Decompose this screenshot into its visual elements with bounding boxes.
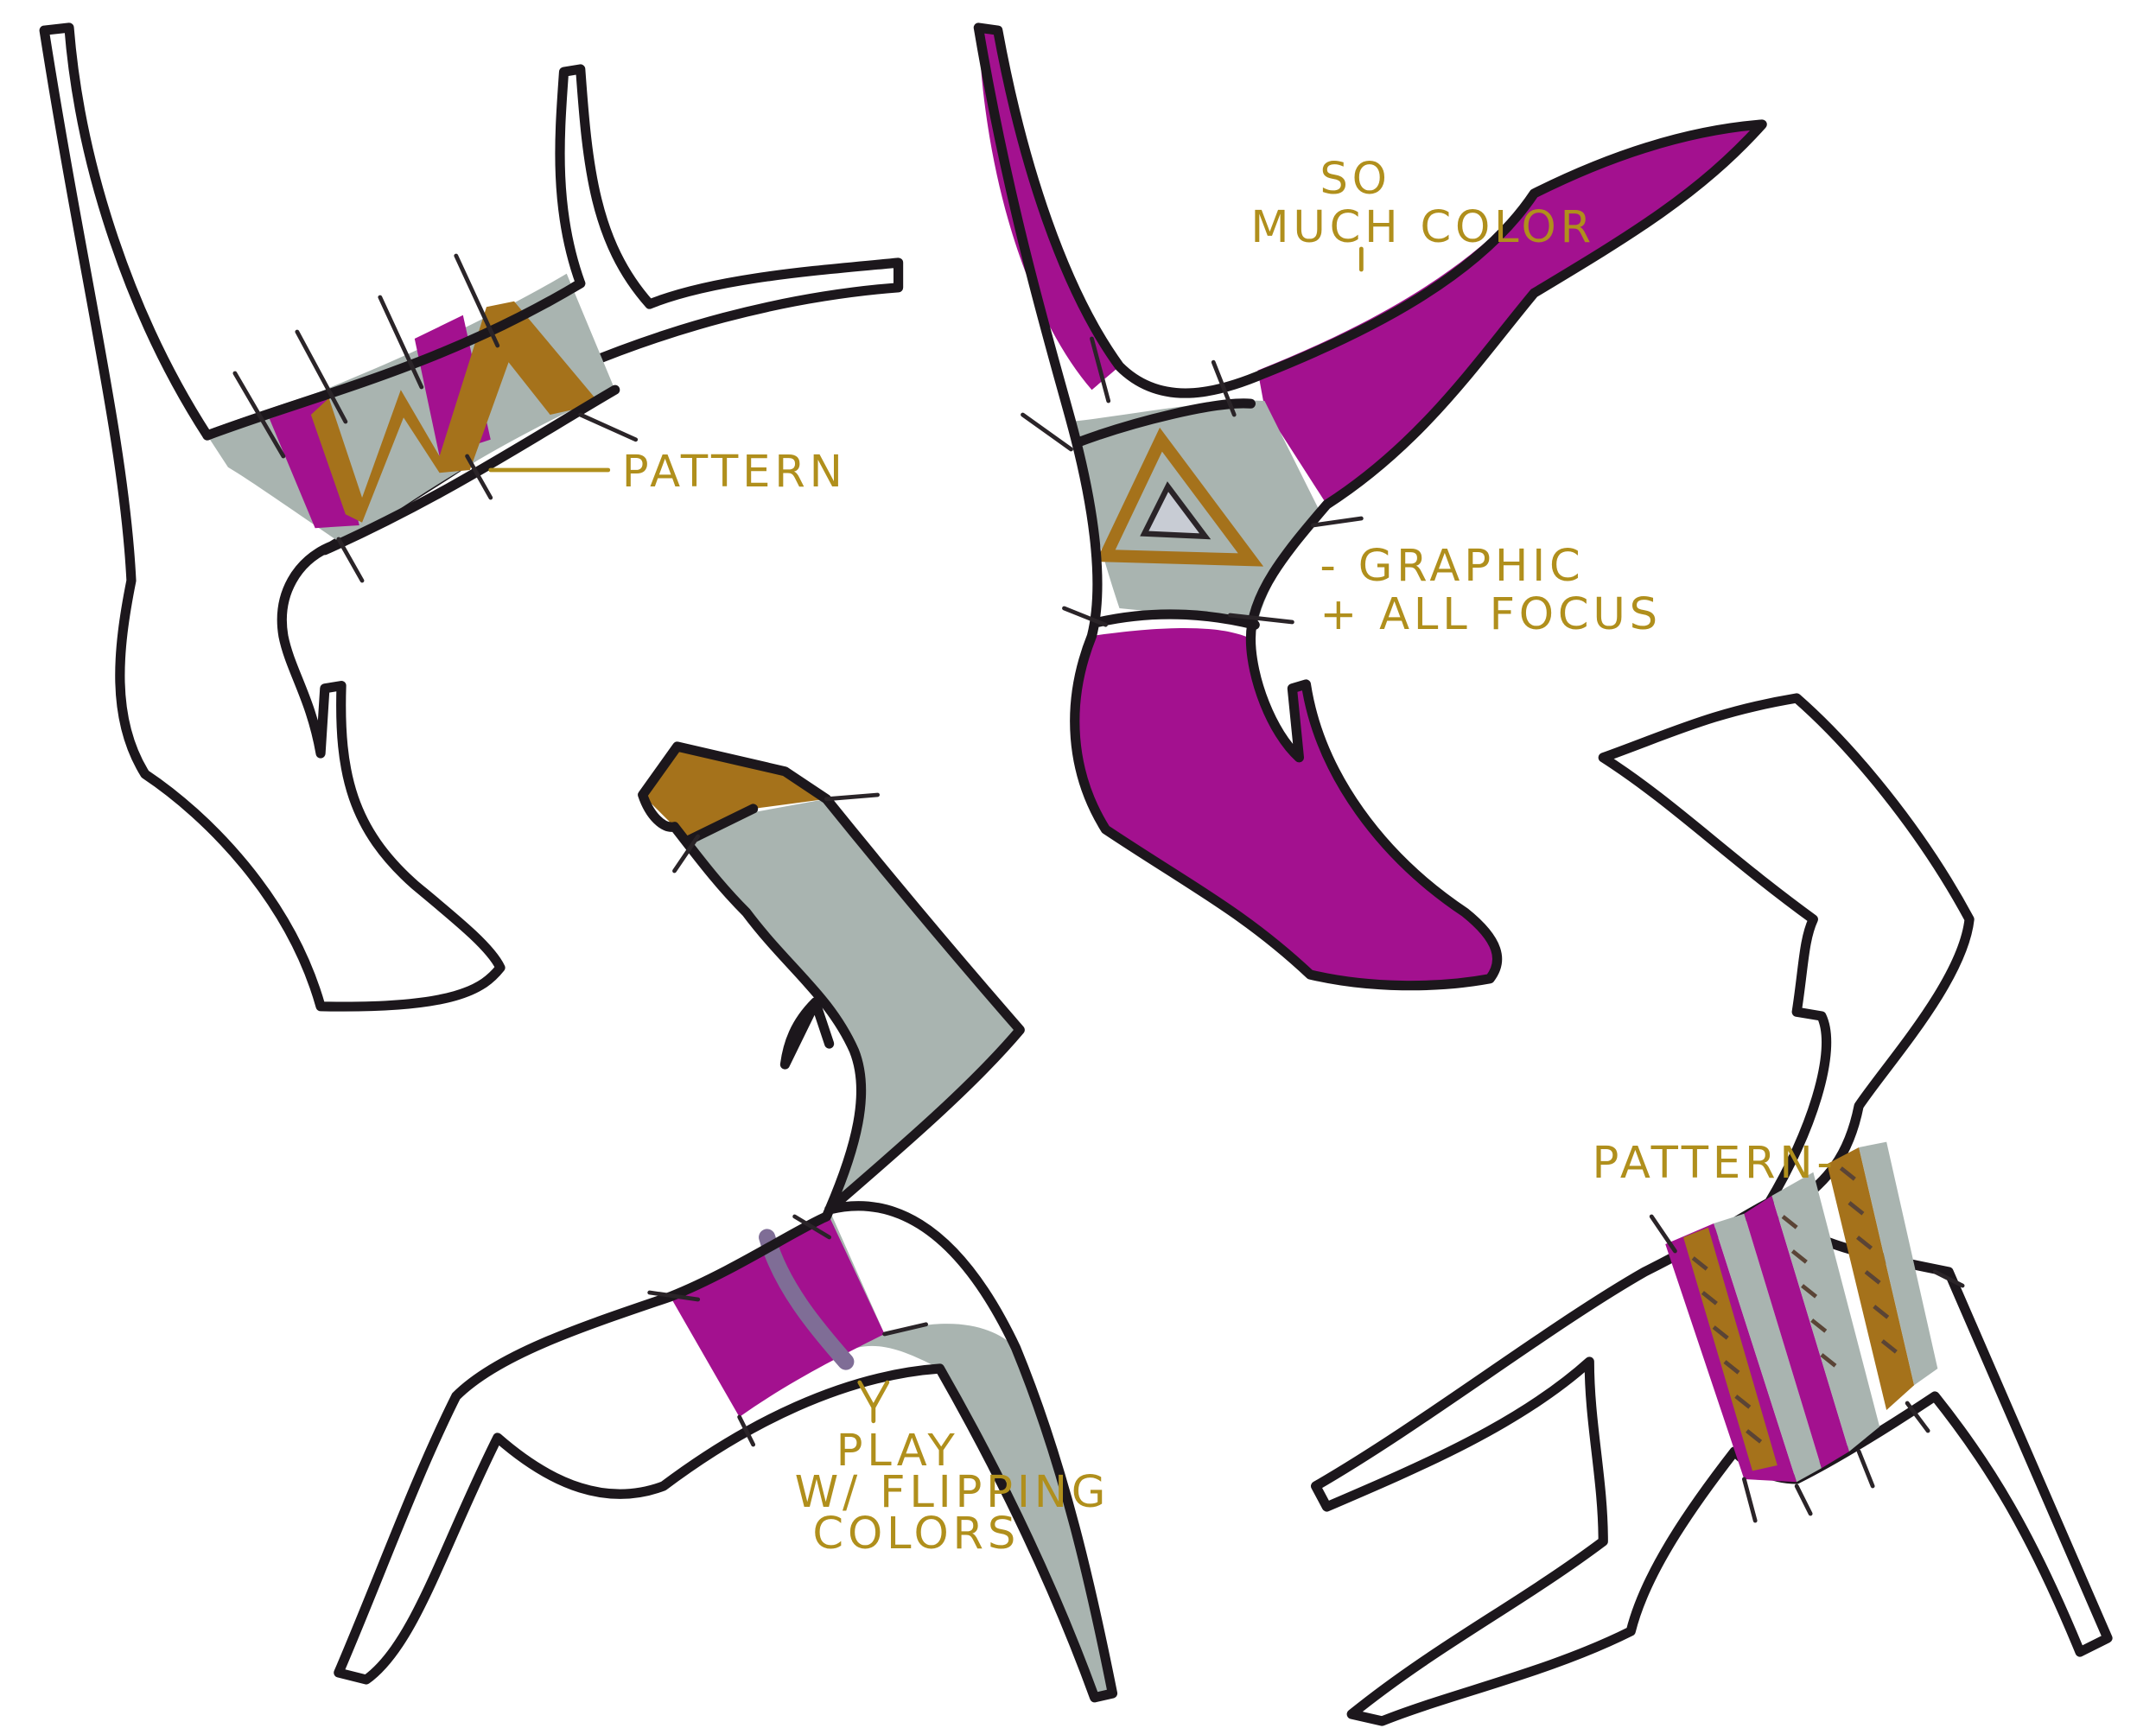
antler-4-band-silver-2 xyxy=(1771,1172,1880,1452)
antler-2-lower-body xyxy=(1074,627,1494,985)
antler-3-band-cord xyxy=(759,1229,855,1370)
antler-2-triangle-gold xyxy=(1096,427,1264,567)
antler-2-outline xyxy=(973,22,1767,991)
antler-1: PATTERN xyxy=(39,22,904,1012)
antler-3-note-line2: W/ FLIPPING xyxy=(795,1466,1110,1518)
antler-4-outline xyxy=(1310,693,2113,1726)
antler-4-band-gold-1 xyxy=(1683,1227,1778,1471)
antler-4-band-silver-1 xyxy=(1714,1213,1822,1483)
antler-3-note-line3: COLORS xyxy=(812,1508,1020,1560)
antler-4-braid-lines xyxy=(1691,1166,1898,1444)
antler-2: SO MUCH COLOR - GRAPHIC + ALL FOCUS xyxy=(973,22,1767,991)
antler-2-graphic-note-line2: + ALL FOCUS xyxy=(1320,588,1662,640)
antler-3: PLAY W/ FLIPPING COLORS xyxy=(334,741,1118,1703)
antler-2-band-silver xyxy=(1071,400,1320,622)
antler-2-note-line2: MUCH COLOR xyxy=(1250,201,1595,253)
antler-4-band-magenta-2 xyxy=(1744,1196,1849,1469)
antler-2-graphic-note-line1: - GRAPHIC xyxy=(1320,540,1584,592)
antler-2-triangle-inner xyxy=(1140,481,1212,540)
antler-1-zigzag-gold xyxy=(310,301,601,523)
antler-1-band-magenta xyxy=(269,314,491,529)
antler-3-band-magenta xyxy=(670,1217,885,1417)
antler-3-tip-gold xyxy=(642,746,827,841)
antler-3-outline xyxy=(334,741,1118,1703)
antler-3-body-silver xyxy=(674,798,1113,1698)
antler-2-note-line1: SO xyxy=(1320,153,1390,205)
antler-2-right-arm xyxy=(1257,124,1763,505)
antler-3-note-line1: PLAY xyxy=(836,1425,959,1477)
antler-4-band-gold-2 xyxy=(1827,1147,1915,1410)
antler-1-band-edge xyxy=(202,278,620,556)
antler-4-pattern-note: PATTERN- xyxy=(1592,1137,1836,1189)
antler-4-band-silver-3 xyxy=(1859,1141,1938,1386)
antler-4: PATTERN- xyxy=(1310,693,2113,1726)
antler-1-pattern-note: PATTERN xyxy=(622,446,847,498)
